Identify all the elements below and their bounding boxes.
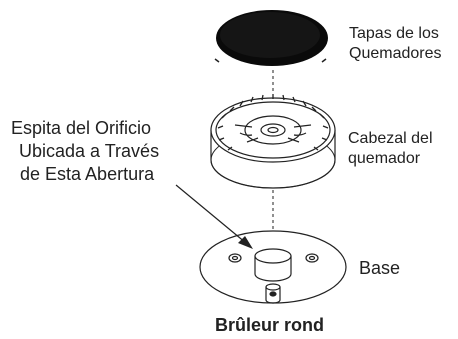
label-cap-line1: Tapas de los xyxy=(349,25,439,42)
burner-cap xyxy=(214,10,328,66)
label-head-line2: quemador xyxy=(348,150,421,167)
label-base: Base xyxy=(359,258,400,278)
label-orifice-line1: Espita del Orificio xyxy=(11,118,151,138)
burner-base xyxy=(199,230,347,304)
diagram-caption: Brûleur rond xyxy=(215,315,324,335)
burner-head xyxy=(210,94,336,189)
label-orifice-line2: Ubicada a Través xyxy=(19,141,159,161)
label-orifice-line3: de Esta Abertura xyxy=(20,164,155,184)
orifice-leader-arrow xyxy=(175,184,253,249)
label-cap-line2: Quemadores xyxy=(349,45,442,62)
label-head-line1: Cabezal del xyxy=(348,130,433,147)
